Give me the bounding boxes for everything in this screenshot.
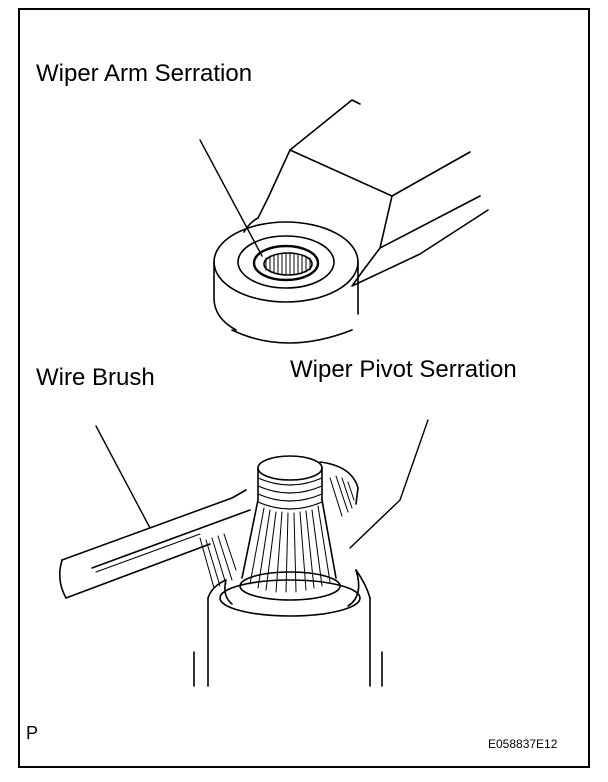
- wiper-pivot-drawing: [193, 419, 429, 687]
- figure-code: E058837E12: [488, 737, 558, 751]
- wiper-arm-drawing: [199, 99, 489, 344]
- wire-brush-label: Wire Brush: [36, 364, 155, 391]
- figure-frame: [18, 8, 590, 768]
- corner-mark: P: [26, 723, 39, 743]
- wire-brush-drawing: [58, 425, 359, 599]
- wiper-arm-serration-label: Wiper Arm Serration: [36, 60, 253, 87]
- wiper-pivot-serration-label: Wiper Pivot Serration: [290, 356, 517, 383]
